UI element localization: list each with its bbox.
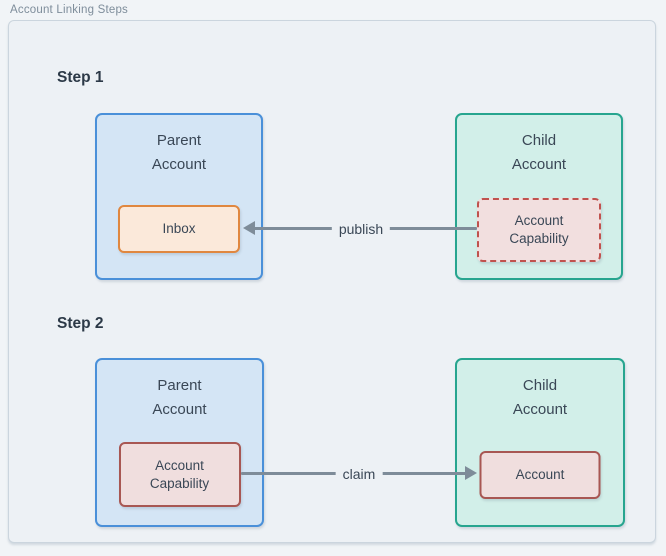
account-capability-label: Account Capability [149,457,210,491]
account-box: Account [479,451,601,499]
account-label: Account [515,467,565,482]
parent-account-title: Parent Account [152,377,207,418]
account-capability-dashed-box: Account Capability [477,198,601,262]
account-capability-label: Account Capability [509,213,569,246]
step-1-child-account-box: Child Account Account Capability [455,113,623,280]
publish-arrowhead-icon [243,221,255,235]
step-2-child-account-box: Child Account Account [455,358,625,527]
child-account-title: Child Account [511,132,567,173]
inbox-label: Inbox [162,221,196,236]
step-1-heading: Step 1 [57,69,104,86]
publish-arrow-label: publish [331,221,391,237]
child-account-title: Child Account [512,377,568,418]
parent-account-title: Parent Account [151,132,207,173]
step-2-heading: Step 2 [57,315,104,332]
page-title: Account Linking Steps [10,4,128,16]
claim-arrow-label: claim [335,466,383,482]
claim-arrowhead-icon [465,466,477,480]
step-1-parent-account-box: Parent Account Inbox [95,113,263,280]
diagram-panel: Step 1 Parent Account Inbox Child Accoun… [8,20,656,543]
inbox-box: Inbox [118,205,240,253]
step-2-parent-account-box: Parent Account Account Capability [95,358,264,527]
account-capability-solid-box: Account Capability [118,442,241,507]
